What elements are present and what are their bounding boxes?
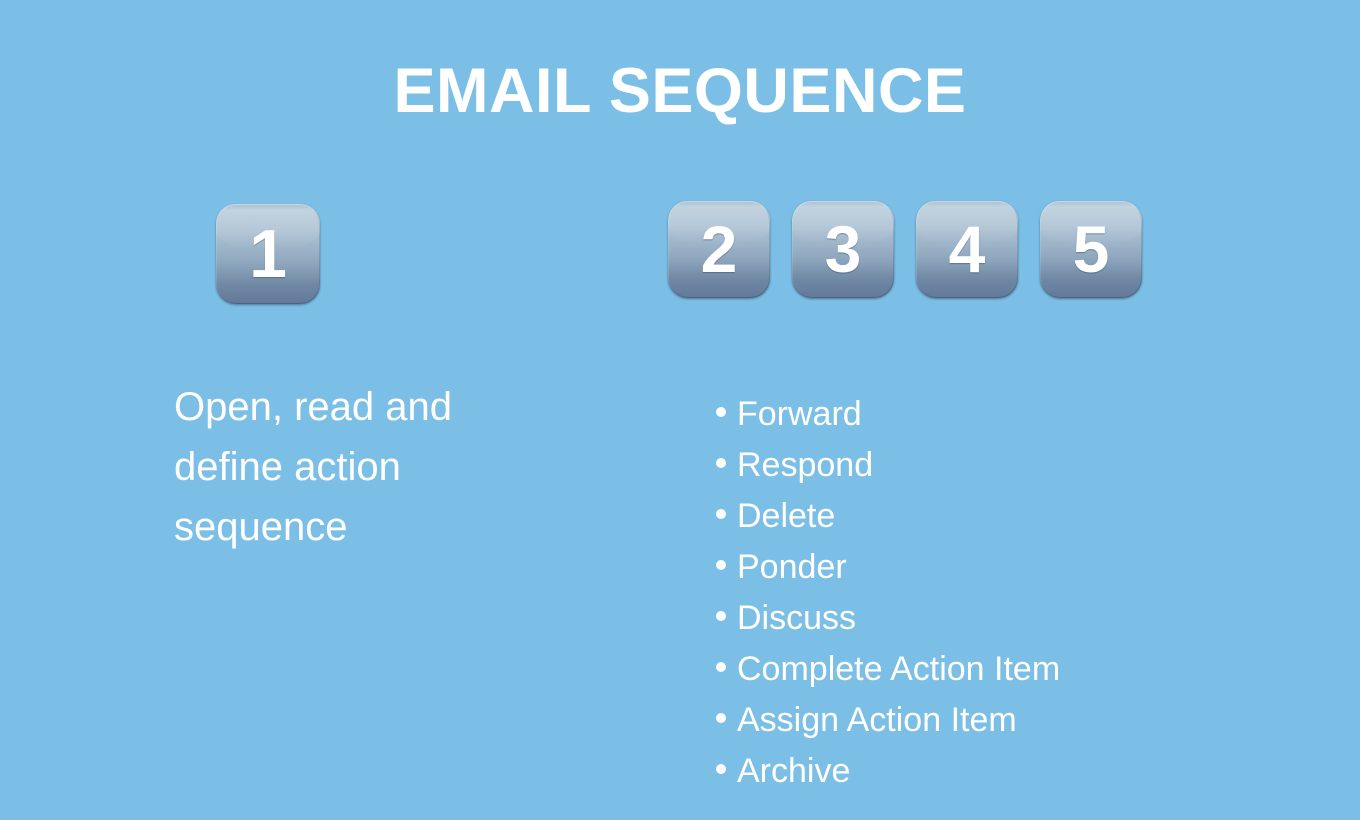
list-item-label: Complete Action Item [737,650,1061,688]
list-item-label: Delete [737,497,836,535]
badge-group-right: 2 3 4 5 [668,201,1142,298]
number-badge-4[interactable]: 4 [916,201,1018,298]
bullet-dot-icon [716,764,726,774]
number-badge-4-label: 4 [948,212,986,286]
badge-group-left: 1 [216,204,320,304]
list-item-label: Discuss [737,599,857,637]
bullet-dot-icon [716,458,726,468]
list-item: Archive [716,746,1060,797]
number-badge-3-label: 3 [824,212,862,286]
number-badge-3[interactable]: 3 [792,201,894,298]
bullet-dot-icon [716,662,726,672]
list-item-label: Respond [737,446,874,484]
page-title: EMAIL SEQUENCE [393,56,967,126]
list-item: Delete [716,491,1060,542]
bullet-dot-icon [716,560,726,570]
list-item: Discuss [716,593,1060,644]
list-item: Respond [716,440,1060,491]
number-badge-2-label: 2 [700,212,738,286]
list-item: Complete Action Item [716,644,1060,695]
list-item: Ponder [716,542,1060,593]
list-item-label: Forward [737,395,862,433]
action-bullet-list: Forward Respond Delete Ponder Discuss Co… [716,389,1060,797]
number-badge-1[interactable]: 1 [216,204,320,304]
step-one-description: Open, read and define action sequence [174,385,452,549]
number-badge-5[interactable]: 5 [1040,201,1142,298]
bullet-dot-icon [716,509,726,519]
list-item: Assign Action Item [716,695,1060,746]
number-badge-5-label: 5 [1072,212,1110,286]
list-item-label: Assign Action Item [737,701,1017,739]
number-badge-1-label: 1 [249,216,287,292]
bullet-dot-icon [716,407,726,417]
bullet-dot-icon [716,611,726,621]
bullet-dot-icon [716,713,726,723]
list-item-label: Ponder [737,548,847,586]
list-item-label: Archive [737,752,851,790]
list-item: Forward [716,389,1060,440]
number-badge-2[interactable]: 2 [668,201,770,298]
